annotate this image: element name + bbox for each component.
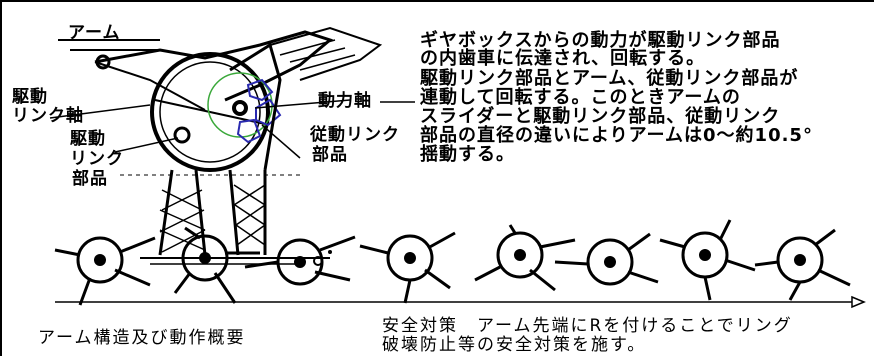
motion-frame [54, 236, 156, 306]
upper-wing [269, 26, 383, 81]
label-drive-link-shaft-1: 駆動 [12, 87, 48, 107]
timeline-arrowhead [851, 295, 866, 309]
leader-power-shaft [254, 99, 351, 109]
motion-frame [244, 235, 356, 286]
safety-note-line: 安全対策 アーム先端にRを付けることでリング [382, 316, 793, 336]
drive-link-pin [173, 126, 191, 144]
motion-frame [474, 224, 576, 292]
leader-driven-part [261, 124, 301, 159]
leader-drive-part [114, 137, 179, 153]
label-driven-link-part-2: 部品 [312, 145, 348, 165]
motion-frame [173, 226, 260, 304]
leader-drive-shaft [49, 104, 151, 119]
gear-spoke [154, 99, 266, 125]
description-line: ギヤボックスからの動力が駆動リンク部品 [420, 30, 781, 51]
drive-link-gear-inner [159, 61, 261, 163]
motion-frame [659, 219, 756, 301]
label-drive-link-part-1: 駆動 [70, 129, 106, 149]
description-line: の内歯車に伝達され、回転する。 [420, 48, 706, 69]
safety-note-line: 破壊防止等の安全対策を施す。 [382, 335, 647, 355]
figure-caption: アーム構造及び動作概要 [38, 328, 246, 348]
truss-hatch-left [159, 189, 206, 253]
label-power-shaft: 動力軸 [318, 91, 372, 111]
arm-body [94, 30, 334, 102]
description-line: スライダーと駆動リンク部品、従動リンク [420, 106, 781, 127]
description-line: 揺動する。 [420, 144, 515, 165]
motion-frame [554, 232, 659, 286]
motion-frame [359, 231, 456, 304]
arm-pivot [95, 54, 111, 70]
upper-support [229, 42, 282, 171]
drive-link-gear [150, 52, 270, 172]
description-line: 駆動リンク部品とアーム、従動リンク部品が [420, 68, 799, 89]
description-line: 連動して回転する。このときアームの [420, 87, 741, 108]
label-drive-link-shaft-2: リンク軸 [12, 106, 84, 126]
label-drive-link-part-3: 部品 [72, 169, 108, 189]
label-drive-link-part-2: リンク [70, 149, 124, 169]
label-driven-link-part-1: 従動リンク [310, 125, 400, 145]
arm-lower-edge [94, 61, 206, 111]
power-shaft-hub [232, 100, 248, 116]
motion-frame [754, 228, 851, 301]
dot-marker [328, 250, 332, 254]
label-arm: アーム [68, 23, 121, 43]
upper-wing-hatch [279, 39, 356, 71]
green-circle [207, 72, 273, 138]
truss-hatch-right [233, 184, 266, 246]
description-line: 部品の直径の違いによりアームは0～約10.5° [420, 125, 813, 146]
